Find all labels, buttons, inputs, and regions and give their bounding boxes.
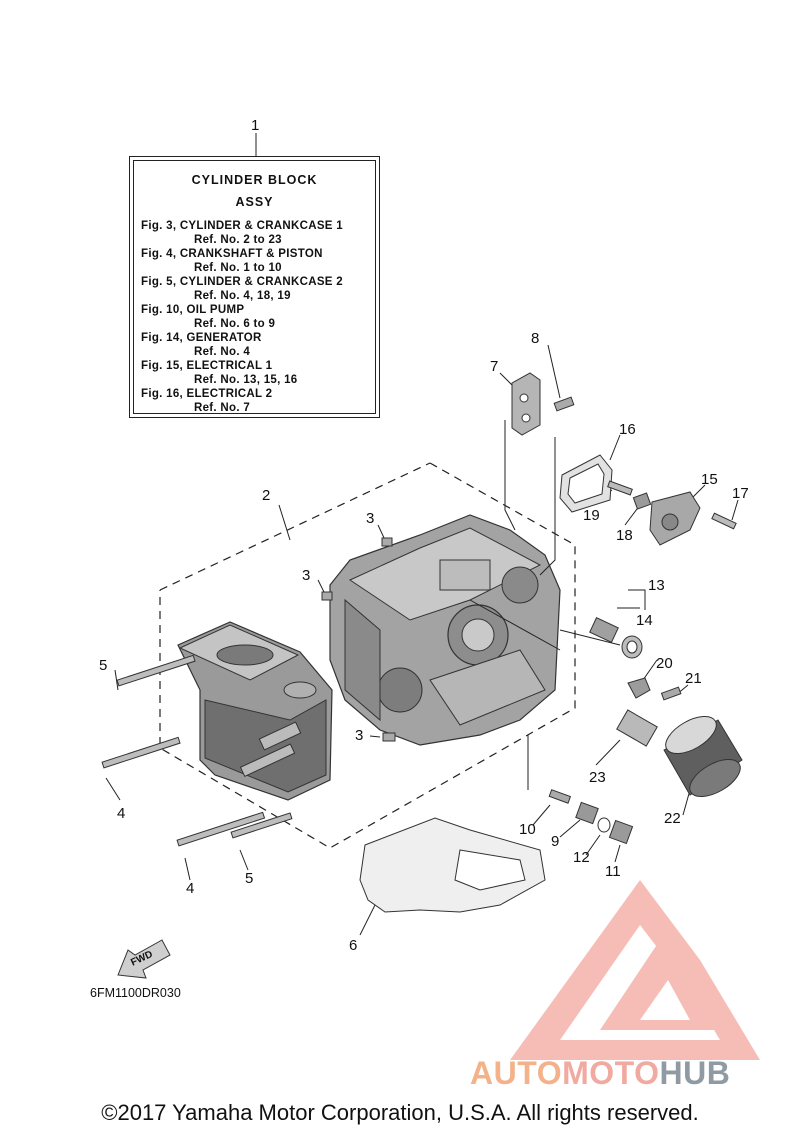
cylinder-block-assy-box: CYLINDER BLOCK ASSY Fig. 3, CYLINDER & C…	[129, 156, 380, 418]
crankcase-part	[177, 621, 333, 801]
callout: 4	[186, 880, 194, 897]
assy-box-inner: CYLINDER BLOCK ASSY Fig. 3, CYLINDER & C…	[133, 160, 376, 414]
callout: 3	[366, 510, 374, 527]
watermark-auto: AUTO	[470, 1055, 563, 1091]
callout: 20	[656, 655, 673, 672]
assy-title-line1: CYLINDER BLOCK	[191, 173, 318, 187]
figure-ref: Ref. No. 4	[194, 346, 251, 358]
callout: 19	[583, 507, 600, 524]
callout: 14	[636, 612, 653, 629]
callout: 15	[701, 471, 718, 488]
callout: 3	[355, 727, 363, 744]
watermark-moto: MOTO	[562, 1055, 660, 1091]
figure-entry: Fig. 14, GENERATOR	[141, 332, 262, 344]
callout: 7	[490, 358, 498, 375]
callout: 5	[99, 657, 107, 674]
callout-labels: 1 2 3 3 3 4 4 5 5 6 7 8 9 10 11 12 13 14…	[99, 117, 749, 969]
callout: 23	[589, 769, 606, 786]
figure-entry: Fig. 3, CYLINDER & CRANKCASE 1	[141, 220, 343, 232]
figure-entry: Fig. 10, OIL PUMP	[141, 304, 245, 316]
small-parts	[101, 372, 743, 979]
copyright-notice: ©2017 Yamaha Motor Corporation, U.S.A. A…	[101, 1100, 699, 1125]
callout: 16	[619, 421, 636, 438]
assembly-outline	[159, 462, 576, 849]
callout: 17	[732, 485, 749, 502]
callout: 3	[302, 567, 310, 584]
watermark-hub: HUB	[659, 1055, 731, 1091]
callout: 10	[519, 821, 536, 838]
callout: 5	[245, 870, 253, 887]
figure-entry: Fig. 5, CYLINDER & CRANKCASE 2	[141, 276, 343, 288]
callout: 8	[531, 330, 539, 347]
cylinder-block-part	[329, 514, 561, 746]
watermark-logo	[510, 880, 760, 1060]
figure-reference-list: Fig. 3, CYLINDER & CRANKCASE 1 Ref. No. …	[134, 219, 375, 415]
oil-filter-part	[663, 715, 743, 798]
callout: 11	[605, 863, 621, 880]
figure-entry: Fig. 4, CRANKSHAFT & PISTON	[141, 248, 323, 260]
callout: 12	[573, 849, 590, 866]
figure-ref: Ref. No. 13, 15, 16	[194, 374, 298, 386]
callout: 2	[262, 487, 270, 504]
callout: 21	[685, 670, 702, 687]
figure-ref: Ref. No. 4, 18, 19	[194, 290, 291, 302]
callout: 6	[349, 937, 357, 954]
callout: 1	[251, 117, 259, 134]
leader-lines	[105, 133, 739, 936]
assy-title-line2: ASSY	[235, 195, 274, 209]
callout: 4	[117, 805, 125, 822]
diagram-code: 6FM1100DR030	[90, 986, 181, 1000]
figure-ref: Ref. No. 7	[194, 402, 251, 414]
callout: 22	[664, 810, 681, 827]
callout: 18	[616, 527, 633, 544]
figure-ref: Ref. No. 6 to 9	[194, 318, 276, 330]
fwd-arrow-icon	[117, 939, 171, 979]
figure-entry: Fig. 16, ELECTRICAL 2	[141, 388, 273, 400]
figure-ref: Ref. No. 1 to 10	[194, 262, 282, 274]
callout: 9	[551, 833, 559, 850]
figure-ref: Ref. No. 2 to 23	[194, 234, 282, 246]
watermark-text: AUTOMOTOHUB	[470, 1055, 730, 1092]
callout: 13	[648, 577, 665, 594]
figure-entry: Fig. 15, ELECTRICAL 1	[141, 360, 273, 372]
